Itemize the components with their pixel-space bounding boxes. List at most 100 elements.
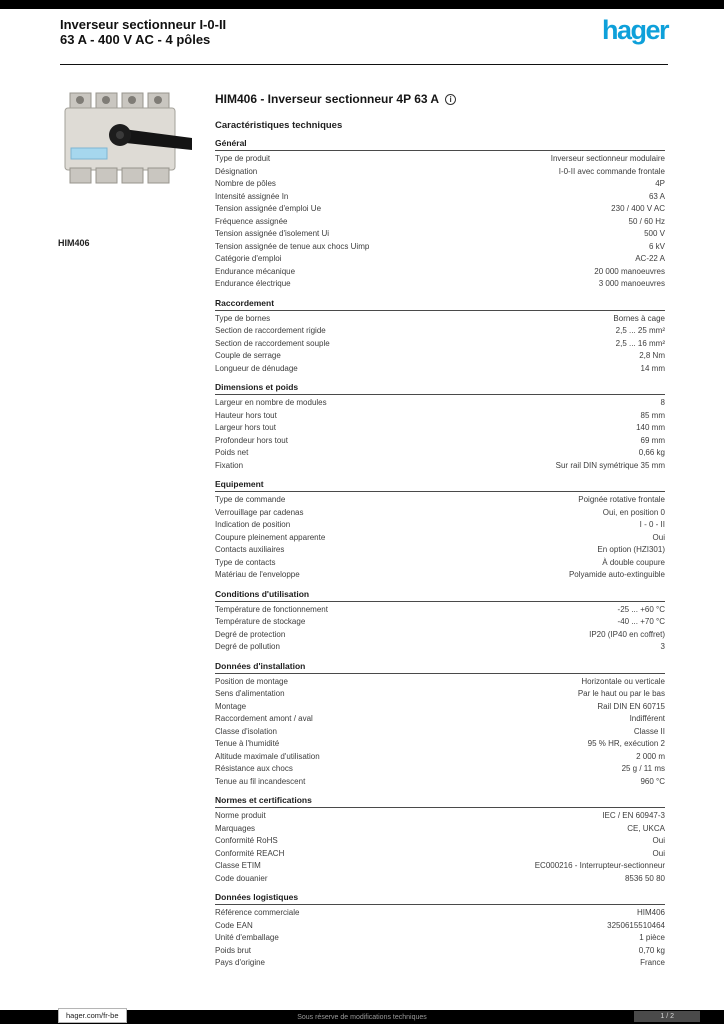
spec-value: 0,66 kg: [638, 448, 665, 457]
spec-row: Type de produit Inverseur sectionneur mod…: [215, 153, 665, 166]
spec-section-heading: Dimensions et poids: [215, 382, 665, 395]
left-column: HIM406: [58, 86, 203, 248]
spec-row: Section de raccordement rigide 2,5 ... 25…: [215, 325, 665, 338]
spec-label: Indication de position: [215, 520, 291, 529]
spec-label: Norme produit: [215, 811, 266, 820]
spec-label: Endurance mécanique: [215, 266, 296, 276]
spec-value: AC-22 A: [635, 254, 665, 263]
spec-value: Oui: [652, 848, 665, 858]
spec-value: 960 °C: [640, 776, 665, 786]
spec-value: En option (HZI301): [597, 545, 665, 554]
spec-label: Couple de serrage: [215, 351, 281, 360]
spec-label: Type de commande: [215, 495, 286, 504]
spec-value: 95 % HR, exécution 2: [587, 739, 665, 748]
spec-label: Type de produit: [215, 154, 271, 163]
spec-value: Horizontale ou verticale: [581, 676, 665, 686]
spec-value: Poignée rotative frontale: [578, 495, 665, 504]
spec-value: HIM406: [636, 908, 665, 917]
spec-label: Largeur en nombre de modules: [215, 398, 327, 407]
spec-value: 8536 50 80: [624, 873, 665, 883]
spec-section-heading: Raccordement: [215, 298, 665, 311]
spec-row: Référence commerciale HIM406: [215, 907, 665, 920]
spec-section-heading: Conditions d'utilisation: [215, 589, 665, 602]
spec-label: Fixation: [215, 460, 244, 470]
page-title-line2: 63 A - 400 V AC - 4 pôles: [60, 32, 211, 47]
spec-label: Marquages: [215, 823, 256, 833]
spec-value: Polyamide auto-extinguible: [568, 570, 665, 579]
spec-value: Par le haut ou par le bas: [577, 689, 665, 698]
product-reference: HIM406: [58, 238, 90, 248]
spec-label: Référence commerciale: [215, 908, 300, 917]
spec-label: Code EAN: [215, 920, 253, 930]
spec-section-heading: Normes et certifications: [215, 795, 665, 808]
spec-value: Indifférent: [629, 714, 665, 723]
spec-label: Profondeur hors tout: [215, 435, 288, 445]
spec-label: Section de raccordement rigide: [215, 326, 326, 335]
spec-label: Désignation: [215, 166, 258, 176]
spec-label: Hauteur hors tout: [215, 410, 277, 420]
spec-label: Position de montage: [215, 676, 288, 686]
info-icon[interactable]: i: [445, 93, 457, 105]
spec-label: Montage: [215, 701, 247, 711]
spec-row: Tension assignée de tenue aux chocs Uimp…: [215, 241, 665, 254]
spec-value: Rail DIN EN 60715: [597, 701, 665, 711]
spec-value: Oui: [652, 532, 665, 542]
footer-link[interactable]: hager.com/fr-be: [58, 1008, 127, 1023]
spec-section-heading: Equipement: [215, 479, 665, 492]
spec-label: Tenue à l'humidité: [215, 739, 280, 748]
spec-value: Inverseur sectionneur modulaire: [550, 154, 665, 163]
spec-label: Matériau de l'enveloppe: [215, 570, 300, 579]
spec-row: Température de fonctionnement-25 ... +60…: [215, 604, 665, 617]
spec-row: Type de commande Poignée rotative frontal…: [215, 494, 665, 507]
spec-label: Code douanier: [215, 873, 268, 883]
spec-section-heading: Général: [215, 138, 665, 151]
spec-value: 500 V: [644, 229, 665, 238]
top-strip: [0, 0, 724, 9]
main-heading-row: HIM406 - Inverseur sectionneur 4P 63 A i: [215, 92, 665, 106]
hager-logo: hager: [601, 15, 670, 45]
spec-value: France: [640, 958, 665, 967]
spec-label: Degré de pollution: [215, 642, 280, 651]
spec-value: 0,70 kg: [638, 945, 665, 955]
spec-label: Poids brut: [215, 945, 252, 955]
page-number-badge: 1 / 2: [634, 1011, 700, 1022]
spec-value: Bornes à cage: [613, 313, 665, 323]
spec-value: 1 pièce: [639, 933, 665, 942]
spec-section-heading: Données d'installation: [215, 661, 665, 674]
spec-label: Endurance électrique: [215, 279, 291, 288]
spec-label: Poids net: [215, 448, 249, 457]
spec-value: 140 mm: [636, 423, 665, 432]
spec-label: Verrouillage par cadenas: [215, 507, 304, 517]
spec-label: Degré de protection: [215, 629, 286, 639]
spec-value: I-0-II avec commande frontale: [558, 166, 665, 176]
footer-bar: hager.com/fr-be Sous réserve de modifica…: [0, 1008, 724, 1024]
spec-label: Intensité assignée In: [215, 191, 289, 201]
spec-value: 3: [660, 642, 665, 651]
spec-value: Classe II: [633, 726, 665, 736]
header-divider: [60, 64, 668, 65]
spec-value: Sur rail DIN symétrique 35 mm: [555, 460, 665, 470]
spec-value: 2,5 ... 25 mm²: [615, 326, 665, 335]
spec-value: Oui, en position 0: [602, 507, 665, 517]
spec-row: Matériau de l'enveloppe Polyamide auto-ex…: [215, 569, 665, 582]
spec-label: Fréquence assignée: [215, 216, 288, 226]
page-title-line1: Inverseur sectionneur I-0-II: [60, 17, 227, 32]
spec-label: Température de stockage: [215, 617, 306, 626]
spec-row: Température de stockage-40 ... +70 °C: [215, 616, 665, 629]
spec-value: I - 0 - II: [639, 520, 665, 529]
